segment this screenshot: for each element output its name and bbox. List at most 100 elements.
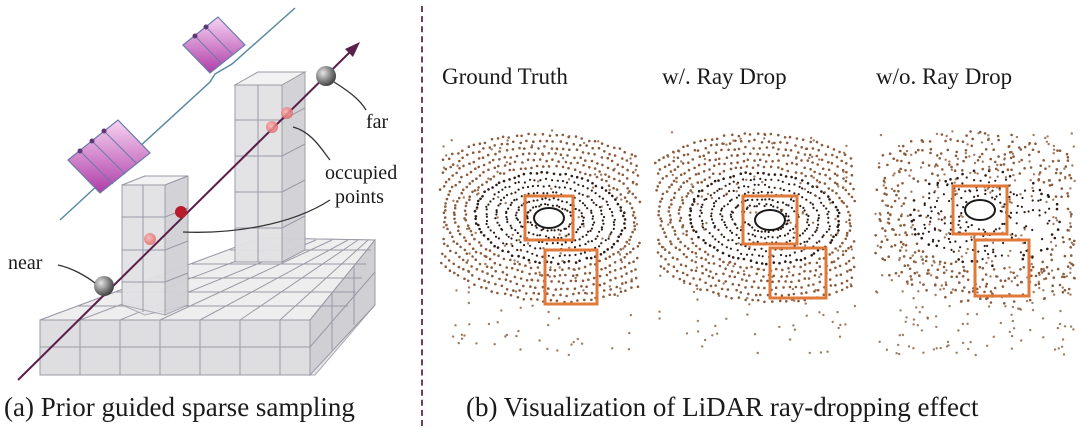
lidar-point — [1023, 189, 1027, 192]
lidar-point — [561, 281, 565, 285]
lidar-point — [1020, 234, 1023, 237]
lidar-point — [985, 297, 988, 301]
lidar-point — [727, 261, 731, 265]
lidar-point — [752, 147, 755, 150]
lidar-point — [574, 135, 578, 138]
lidar-point — [722, 272, 725, 276]
lidar-point — [697, 189, 701, 193]
lidar-point — [663, 165, 667, 169]
lidar-point — [730, 297, 733, 300]
lidar-point — [966, 322, 969, 325]
lidar-point — [879, 133, 883, 137]
lidar-point — [593, 167, 597, 170]
lidar-point — [772, 261, 776, 264]
lidar-point — [483, 255, 487, 258]
lidar-point — [549, 298, 553, 302]
lidar-point — [1061, 236, 1065, 239]
lidar-point — [1068, 173, 1071, 177]
lidar-point — [1028, 160, 1031, 163]
lidar-point — [463, 334, 466, 337]
lidar-point — [1070, 132, 1073, 135]
lidar-point — [806, 182, 810, 185]
lidar-point — [477, 277, 481, 281]
lidar-point — [590, 227, 593, 230]
lidar-point — [776, 201, 779, 204]
lidar-point — [937, 196, 940, 200]
lidar-point — [547, 310, 550, 314]
lidar-point — [485, 213, 488, 216]
lidar-point — [799, 265, 802, 269]
lidar-point — [576, 337, 579, 341]
lidar-point — [973, 153, 976, 156]
lidar-point — [936, 164, 939, 168]
lidar-point — [945, 269, 948, 272]
lidar-point — [576, 161, 579, 165]
lidar-point — [546, 347, 549, 351]
lidar-point — [1061, 275, 1064, 279]
lidar-point — [784, 280, 787, 283]
lidar-point — [1052, 293, 1056, 296]
lidar-point — [758, 158, 762, 162]
lidar-point — [881, 257, 884, 260]
lidar-point — [1012, 271, 1015, 275]
lidar-point — [621, 157, 624, 160]
lidar-point — [1042, 336, 1045, 339]
lidar-point — [708, 232, 711, 235]
lidar-point — [921, 149, 924, 152]
lidar-point — [497, 191, 500, 194]
lidar-point — [949, 262, 953, 266]
lidar-point — [1012, 155, 1015, 158]
lidar-point — [973, 179, 976, 182]
lidar-point — [913, 228, 917, 231]
lidar-point — [760, 198, 764, 201]
lidar-point — [445, 154, 448, 157]
lidar-point — [636, 174, 640, 177]
lidar-point — [963, 286, 966, 289]
lidar-point — [892, 157, 895, 160]
lidar-point — [564, 208, 567, 211]
lidar-point — [577, 216, 580, 219]
lidar-point — [961, 182, 964, 185]
lidar-point — [1063, 288, 1067, 292]
lidar-point — [556, 179, 559, 182]
lidar-point — [1054, 171, 1058, 175]
camera-strip-upper — [182, 16, 246, 74]
lidar-point — [1030, 274, 1033, 278]
lidar-point — [705, 288, 709, 292]
lidar-point — [756, 171, 760, 175]
lidar-point — [517, 174, 521, 178]
lidar-point — [444, 255, 447, 258]
lidar-point — [806, 221, 809, 224]
lidar-point — [944, 179, 947, 183]
lidar-point — [595, 175, 599, 179]
lidar-point — [1009, 156, 1013, 160]
lidar-point — [834, 205, 838, 209]
lidar-point — [756, 164, 760, 167]
lidar-point — [919, 214, 922, 217]
lidar-point — [756, 299, 760, 302]
lidar-point — [656, 185, 660, 188]
lidar-point — [467, 145, 471, 148]
lidar-point — [613, 293, 616, 296]
lidar-point — [938, 260, 942, 264]
lidar-point — [899, 167, 902, 171]
lidar-point — [949, 222, 952, 225]
lidar-point — [615, 188, 619, 191]
lidar-point — [561, 207, 564, 210]
lidar-point — [817, 217, 820, 220]
panel-with-ray-drop — [654, 131, 857, 355]
lidar-point — [712, 221, 715, 225]
lidar-point — [700, 211, 703, 215]
lidar-point — [784, 148, 788, 151]
lidar-point — [815, 185, 818, 188]
lidar-point — [616, 163, 620, 166]
lidar-point — [694, 244, 698, 248]
lidar-point — [1060, 345, 1064, 348]
lidar-point — [518, 221, 522, 224]
lidar-point — [1003, 302, 1006, 305]
lidar-point — [619, 267, 623, 270]
lidar-point — [897, 197, 901, 200]
lidar-point — [524, 167, 527, 170]
lidar-point — [954, 260, 958, 263]
lidar-point — [1031, 301, 1034, 305]
